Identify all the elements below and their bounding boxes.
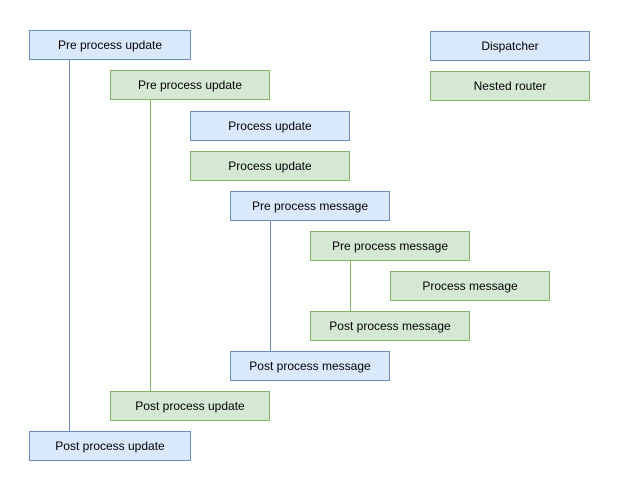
- node-process-update-dispatcher[interactable]: Process update: [190, 111, 350, 141]
- node-post-process-update-nested[interactable]: Post process update: [110, 391, 270, 421]
- legend-item-nested-router[interactable]: Nested router: [430, 71, 590, 101]
- node-post-process-message-dispatcher[interactable]: Post process message: [230, 351, 390, 381]
- node-post-process-update-dispatcher[interactable]: Post process update: [29, 431, 191, 461]
- connector-pre-post-process-message-dispatcher: [270, 221, 271, 351]
- node-process-message-nested[interactable]: Process message: [390, 271, 550, 301]
- node-pre-process-update-dispatcher[interactable]: Pre process update: [29, 30, 191, 60]
- connector-pre-post-process-message-nested: [350, 261, 351, 311]
- connector-pre-post-process-update-dispatcher: [69, 60, 70, 431]
- legend-item-dispatcher[interactable]: Dispatcher: [430, 31, 590, 61]
- node-pre-process-message-dispatcher[interactable]: Pre process message: [230, 191, 390, 221]
- connector-pre-post-process-update-nested: [150, 100, 151, 391]
- node-pre-process-message-nested[interactable]: Pre process message: [310, 231, 470, 261]
- node-pre-process-update-nested[interactable]: Pre process update: [110, 70, 270, 100]
- node-post-process-message-nested[interactable]: Post process message: [310, 311, 470, 341]
- node-process-update-nested[interactable]: Process update: [190, 151, 350, 181]
